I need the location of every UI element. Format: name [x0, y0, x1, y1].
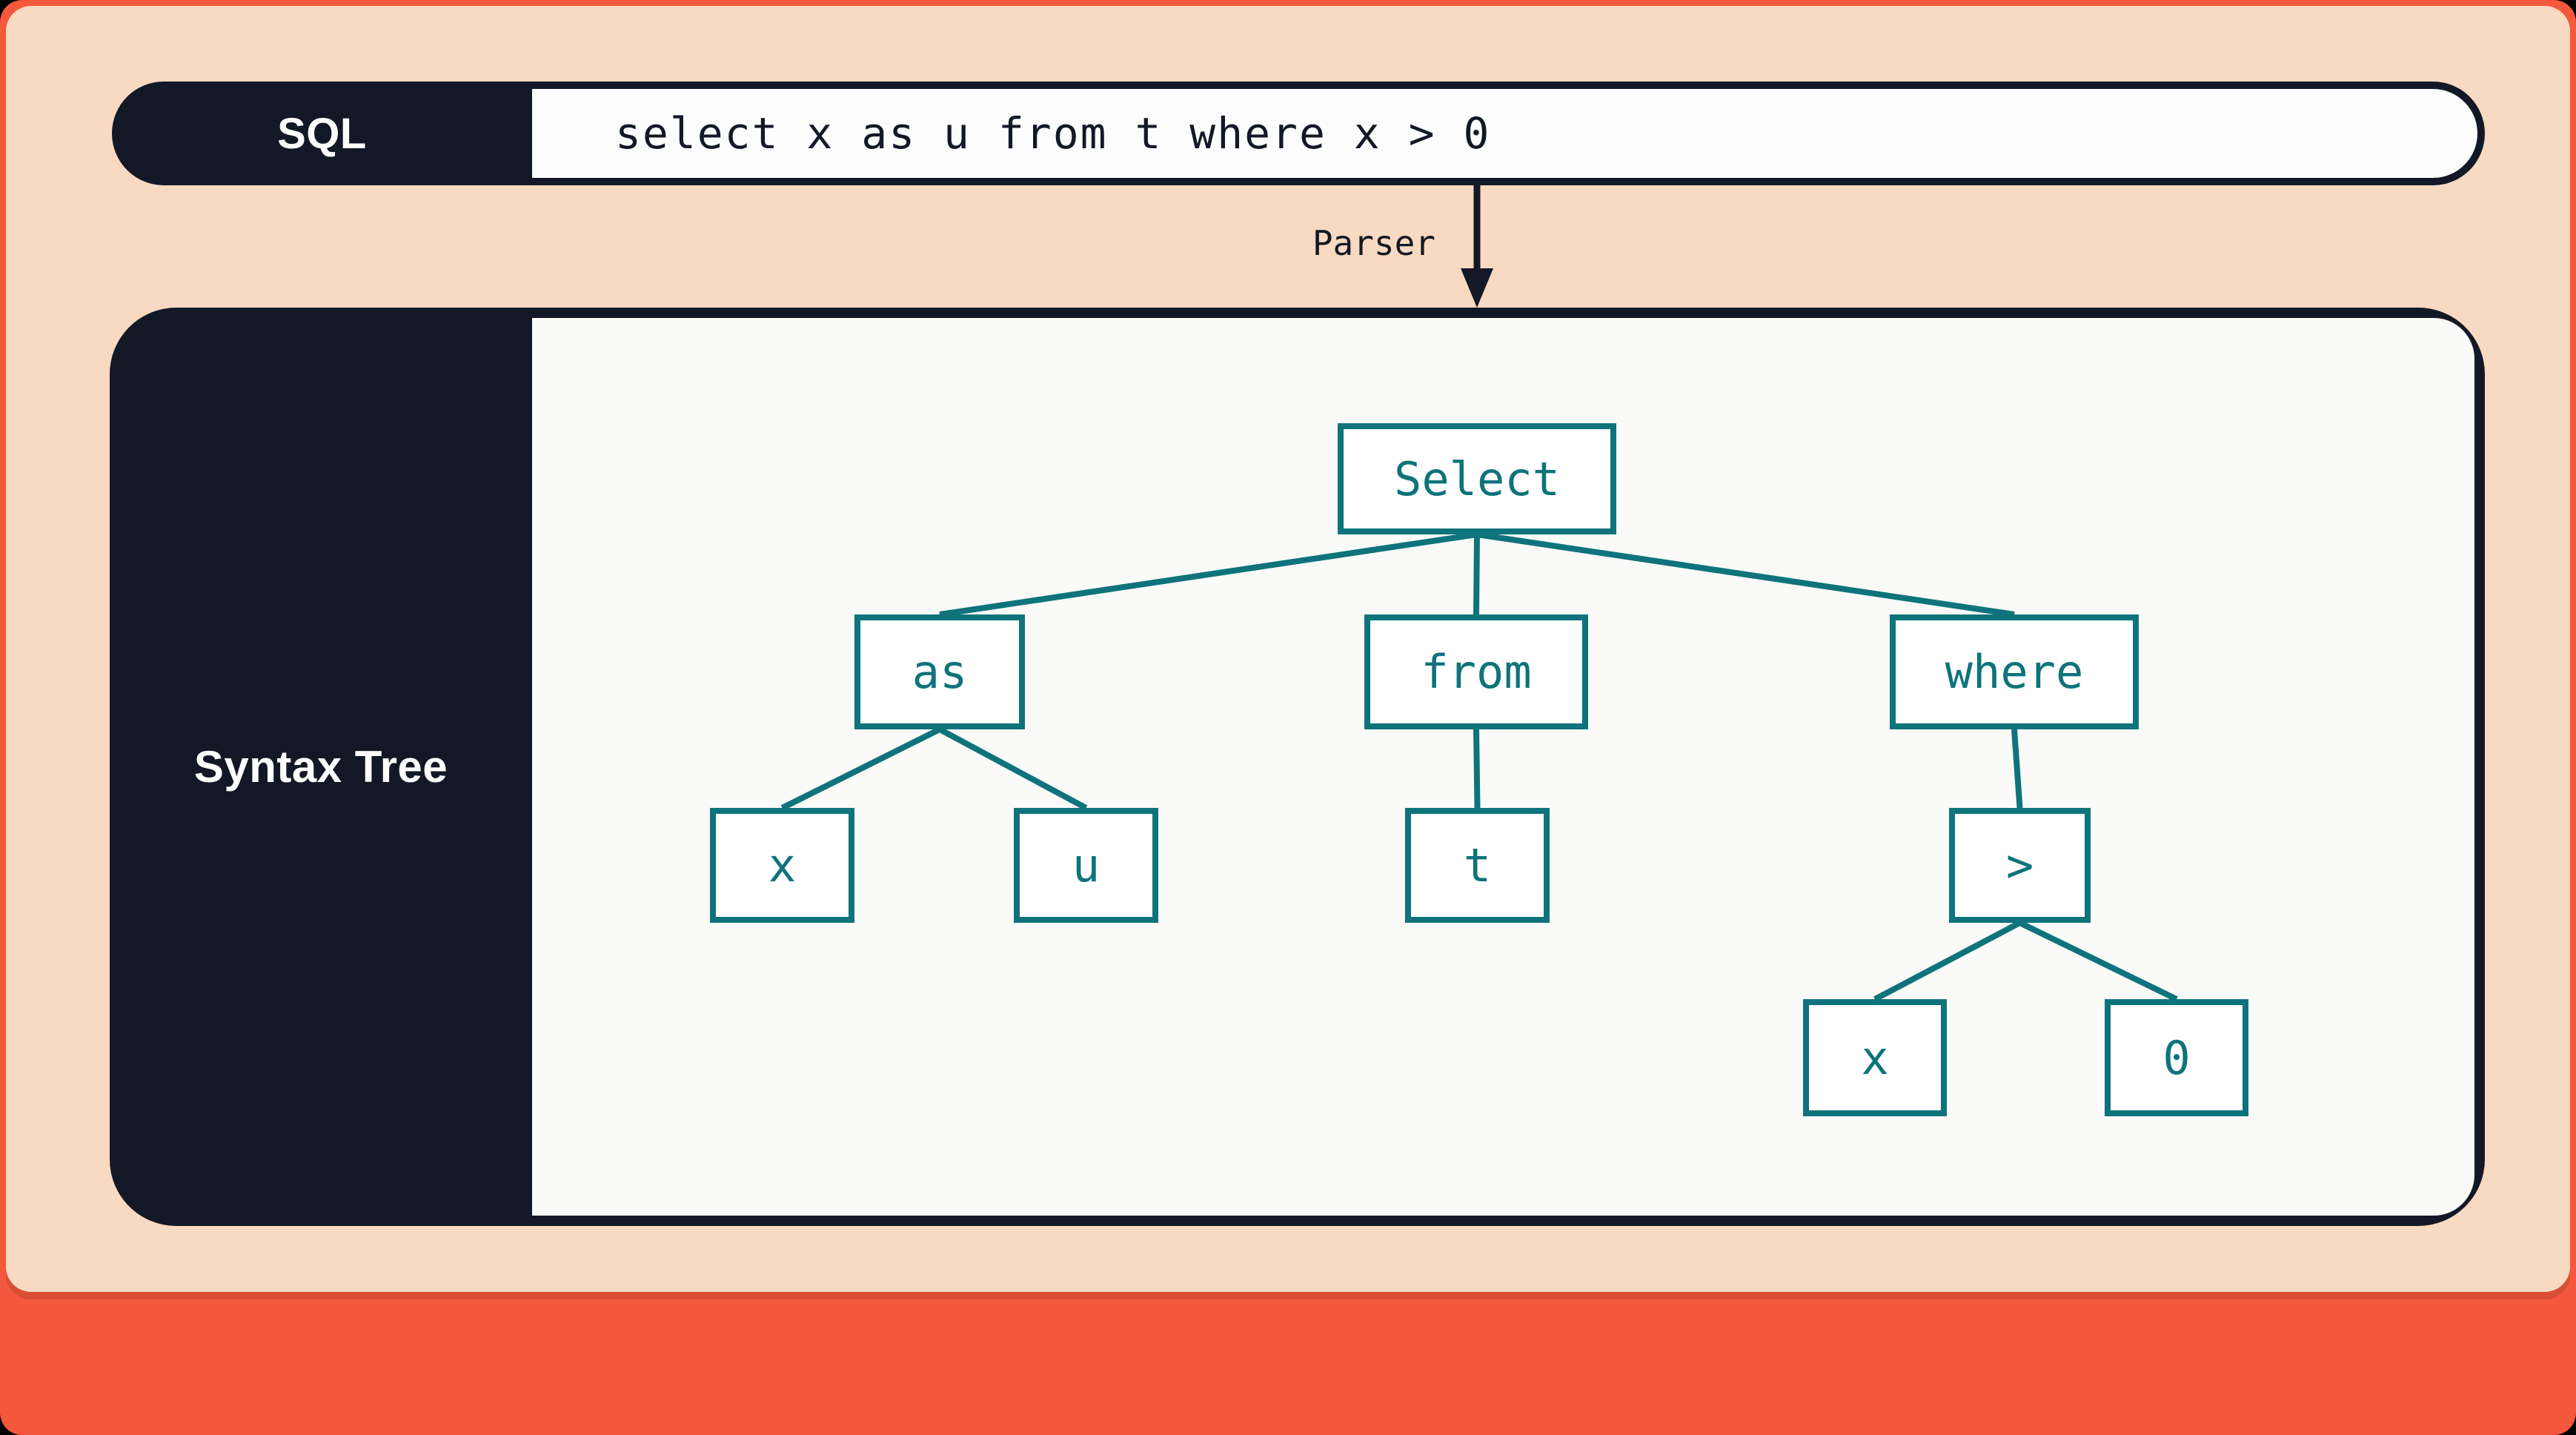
syntax-tree-sidebar: Syntax Tree: [110, 308, 532, 1226]
tree-edge: [1476, 531, 2015, 617]
sql-bar-label: SQL: [277, 109, 367, 158]
tree-node-label: t: [1463, 838, 1492, 892]
tree-node-label: from: [1421, 645, 1532, 699]
sql-bar: SQL select x as u from t where x > 0: [112, 82, 2485, 185]
tree-node-zero: 0: [2105, 999, 2248, 1116]
tree-edge: [938, 726, 1088, 811]
tree-node-label: 0: [2162, 1030, 2191, 1085]
tree-node-as: as: [854, 614, 1025, 729]
tree-node-label: as: [912, 645, 968, 699]
tree-node-where: where: [1890, 614, 2139, 729]
syntax-tree-panel: Syntax Tree Select as from where x u t > x 0: [110, 308, 2485, 1226]
syntax-tree-canvas: Select as from where x u t > x 0: [532, 318, 2474, 1216]
tree-node-t: t: [1405, 808, 1550, 923]
tree-node-label: x: [1861, 1030, 1889, 1085]
tree-node-x1: x: [710, 808, 854, 923]
sql-query-panel: select x as u from t where x > 0: [532, 89, 2477, 178]
tree-node-label: >: [2005, 838, 2034, 892]
tree-node-label: x: [768, 838, 797, 892]
tree-edge: [2011, 729, 2023, 809]
tree-node-select: Select: [1338, 423, 1616, 534]
sql-query-text: select x as u from t where x > 0: [615, 108, 1491, 159]
tree-node-x2: x: [1803, 999, 1947, 1116]
tree-node-label: Select: [1394, 451, 1560, 506]
tree-edge: [1873, 920, 2022, 1002]
tree-node-u: u: [1014, 808, 1158, 923]
tree-edge: [2018, 920, 2178, 1002]
down-arrow-icon: [1461, 185, 1493, 308]
tree-node-gt: >: [1949, 808, 2091, 923]
tree-node-label: where: [1945, 645, 2084, 699]
tree-node-from: from: [1364, 614, 1588, 729]
tree-edge: [1473, 534, 1480, 615]
tree-edges: [780, 531, 2178, 1002]
tree-edge: [939, 531, 1478, 617]
tree-node-label: u: [1072, 838, 1101, 892]
footer-bar: Parsers Recognize the Structure of the Q…: [0, 1292, 2576, 1435]
tree-edge: [780, 726, 941, 811]
content-panel: SQL select x as u from t where x > 0 Par…: [6, 6, 2570, 1292]
tree-edge: [1473, 729, 1481, 809]
syntax-tree-label: Syntax Tree: [193, 742, 448, 792]
parser-label: Parser: [1312, 223, 1435, 263]
